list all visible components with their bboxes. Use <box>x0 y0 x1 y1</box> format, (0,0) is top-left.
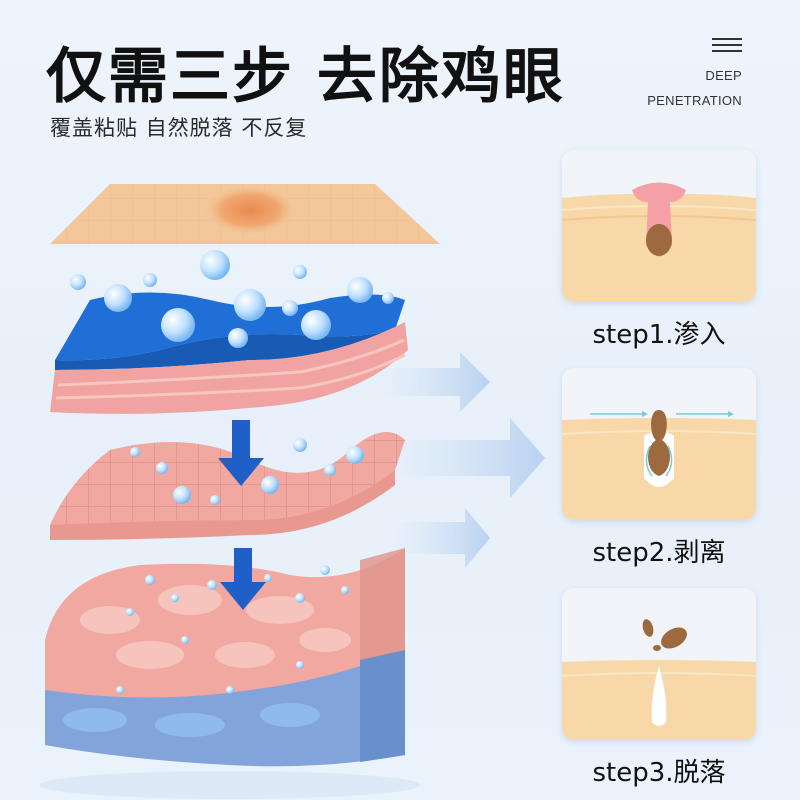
gel-layer <box>50 292 408 414</box>
badge-penetration: PENETRATION <box>647 93 742 108</box>
down-arrow-1 <box>218 420 264 486</box>
arrows-right <box>380 352 545 568</box>
patch-layer <box>50 184 440 244</box>
page-subtitle: 覆盖粘贴 自然脱落 不反复 <box>50 116 308 140</box>
bubbles-middle <box>130 438 364 505</box>
step3-illustration <box>562 588 756 740</box>
layers-illustration <box>40 184 545 799</box>
step2-card <box>562 368 756 520</box>
skin-block <box>40 548 420 799</box>
step1-label: step1.渗入 <box>592 320 726 350</box>
badge-deep: DEEP <box>705 68 742 83</box>
bubbles-top <box>70 250 394 348</box>
page-title: 仅需三步 去除鸡眼 <box>46 42 565 112</box>
step3-card <box>562 588 756 740</box>
step1-card <box>562 150 756 302</box>
step3-label: step3.脱落 <box>592 758 726 788</box>
bubbles-bottom <box>116 565 349 694</box>
menu-icon <box>712 38 742 54</box>
step2-label: step2.剥离 <box>592 538 726 568</box>
step2-illustration <box>562 368 756 520</box>
step1-illustration <box>562 150 756 302</box>
down-arrow-2 <box>220 548 266 610</box>
